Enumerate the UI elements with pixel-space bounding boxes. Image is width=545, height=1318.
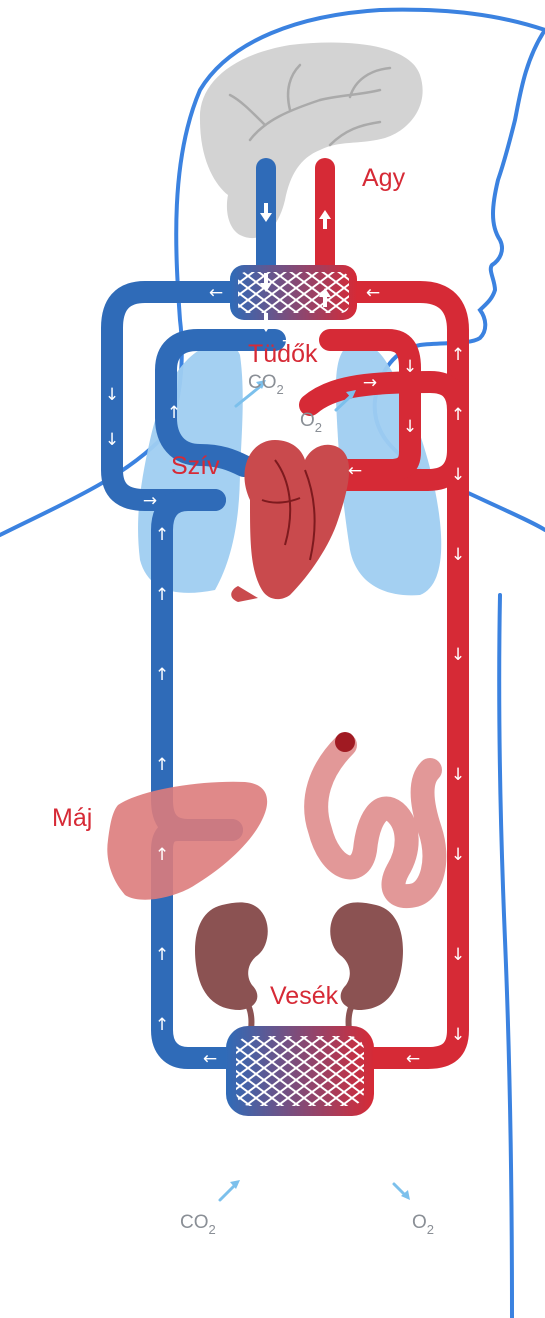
svg-text:↑: ↑	[155, 585, 169, 605]
svg-text:→: →	[143, 491, 157, 511]
svg-text:↓: ↓	[451, 545, 465, 565]
label-body-co2: CO2	[180, 1212, 216, 1237]
label-lungs-o2: O2	[300, 410, 322, 435]
label-kidneys: Vesék	[270, 982, 339, 1010]
svg-text:↑: ↑	[451, 345, 465, 365]
svg-text:↓: ↓	[403, 357, 417, 377]
svg-text:↓: ↓	[403, 417, 417, 437]
label-liver: Máj	[52, 804, 92, 832]
svg-text:↓: ↓	[451, 465, 465, 485]
svg-text:↓: ↓	[451, 1025, 465, 1045]
svg-text:↓: ↓	[451, 845, 465, 865]
svg-text:↑: ↑	[155, 525, 169, 545]
label-heart: Szív	[171, 452, 220, 480]
svg-text:←: ←	[290, 956, 304, 976]
svg-text:←: ←	[366, 283, 380, 303]
torso-right-outline	[499, 595, 512, 1318]
svg-text:→: →	[363, 373, 377, 393]
svg-text:↑: ↑	[155, 1015, 169, 1035]
svg-text:↓: ↓	[105, 430, 119, 450]
label-body-o2: O2	[412, 1212, 434, 1237]
svg-text:↑: ↑	[155, 945, 169, 965]
label-brain: Agy	[362, 164, 406, 192]
svg-text:←: ←	[348, 461, 362, 481]
svg-text:←: ←	[209, 283, 223, 303]
svg-text:↓: ↓	[451, 765, 465, 785]
svg-text:↑: ↑	[155, 845, 169, 865]
svg-text:↓: ↓	[105, 385, 119, 405]
heart	[231, 440, 349, 602]
svg-text:↑: ↑	[167, 403, 181, 423]
svg-text:↓: ↓	[451, 945, 465, 965]
svg-text:←: ←	[283, 821, 297, 841]
svg-text:↑: ↑	[155, 755, 169, 775]
brain	[200, 43, 423, 239]
svg-text:↓: ↓	[451, 645, 465, 665]
arrow-up-icon	[319, 356, 331, 375]
svg-text:↑: ↑	[155, 665, 169, 685]
body-co2-arrow	[220, 1184, 236, 1200]
lower-capillary-bed	[226, 1026, 374, 1116]
svg-text:←: ←	[203, 1049, 217, 1069]
svg-text:←: ←	[406, 1049, 420, 1069]
label-lungs: Tüdők	[248, 340, 318, 368]
stomach-outlet	[335, 732, 355, 752]
liver	[107, 782, 267, 900]
upper-capillary-bed	[230, 265, 357, 320]
svg-text:↑: ↑	[451, 405, 465, 425]
svg-text:↑: ↑	[231, 681, 245, 701]
